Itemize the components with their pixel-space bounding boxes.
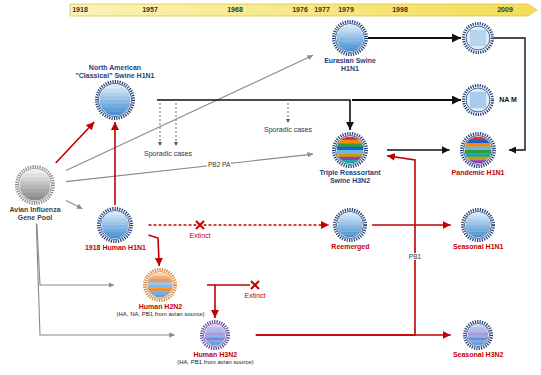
extinct-branch (215, 284, 250, 286)
year-label: 1968 (227, 6, 243, 14)
annotation-label: Sporadic cases (264, 126, 312, 134)
year-label: 1957 (142, 6, 158, 14)
virus-particle (332, 20, 368, 56)
virus-particle (460, 132, 496, 168)
lineage-connector (256, 156, 415, 335)
virus-name: Pandemic H1N1 (452, 169, 505, 177)
virus-node: Human H3N2(HA, PB1 from avian source) (177, 320, 254, 366)
virus-particle (461, 208, 495, 242)
lineage-arrow (368, 37, 461, 39)
virus-node: Triple Reassortant Swine H3N2 (315, 132, 385, 185)
virus-node: Human H2N2(HA, NA, PB1 from avian source… (116, 268, 205, 318)
virus-particle (463, 320, 493, 350)
virus-particle (95, 80, 135, 120)
virus-name: 1918 Human H1N1 (85, 244, 146, 252)
year-label: 1977 (314, 6, 330, 14)
sporadic-arrow (176, 103, 177, 146)
virus-particle (464, 86, 493, 115)
virus-name: Reemerged (331, 243, 369, 251)
lineage-connector (372, 224, 451, 226)
virus-particle (97, 207, 133, 243)
virus-node: Seasonal H3N2 (453, 320, 504, 359)
sporadic-arrow (160, 103, 161, 146)
virus-note: (HA, NA, PB1 from avian source) (116, 311, 204, 318)
virus-node: Pandemic H1N1 (452, 132, 505, 177)
virus-node: Avian Influenza Gene Pool (6, 165, 64, 222)
virus-node: North American "Classical" Swine H1N1 (75, 63, 155, 120)
virus-node: Seasonal H1N1 (453, 208, 504, 251)
lineage-connector (66, 201, 83, 209)
sporadic-arrow (288, 103, 289, 123)
virus-particle (332, 132, 368, 168)
lineage-connector (56, 122, 95, 163)
lineage-connector (114, 122, 116, 205)
virus-note: (HA, PB1 from avian source) (177, 359, 253, 366)
gene-label: PB2 PA (207, 161, 231, 168)
virus-name: Avian Influenza Gene Pool (6, 206, 64, 222)
virus-particle (15, 165, 55, 205)
virus-particle (200, 320, 230, 350)
virus-particle (333, 208, 367, 242)
annotation-label: Extinct (189, 232, 210, 240)
year-label: 1979 (338, 6, 354, 14)
lineage-connector (66, 154, 313, 182)
virus-name: Human H2N2 (139, 303, 183, 311)
virus-name: Human H3N2 (194, 351, 238, 359)
virus-node: Eurasian Swine H1N1 (315, 20, 385, 73)
virus-particle (143, 268, 177, 302)
gene-label: PB1 (408, 253, 422, 260)
lineage-connector (66, 55, 313, 170)
virus-name: Seasonal H3N2 (453, 351, 504, 359)
virus-name: Seasonal H1N1 (453, 243, 504, 251)
lineage-connector (387, 149, 450, 151)
lineage-connector (36, 224, 175, 335)
virus-node: 1918 Human H1N1 (84, 207, 146, 252)
year-label: 1976 (292, 6, 308, 14)
year-label: 2009 (497, 6, 513, 14)
timeline-bar (70, 4, 537, 16)
extinct-mark (251, 281, 259, 289)
lineage-connector (37, 224, 114, 285)
lineage-arrow (352, 99, 461, 101)
lineage-connector (157, 100, 350, 130)
virus-name: Eurasian Swine H1N1 (315, 57, 385, 73)
lineage-connector (207, 285, 215, 318)
gene-flow-arrow (494, 38, 525, 150)
virus-particle (464, 24, 493, 53)
year-label: 1998 (392, 6, 408, 14)
lineage-connector (149, 235, 160, 266)
virus-name: North American "Classical" Swine H1N1 (75, 64, 155, 80)
virus-node: Reemerged (331, 208, 370, 251)
virus-name: Triple Reassortant Swine H3N2 (315, 169, 385, 185)
year-label: 1918 (72, 6, 88, 14)
annotation-label: NA M (499, 96, 517, 104)
lineage-connector (149, 224, 329, 226)
annotation-label: Extinct (244, 292, 265, 300)
annotation-label: Sporadic cases (144, 150, 192, 158)
